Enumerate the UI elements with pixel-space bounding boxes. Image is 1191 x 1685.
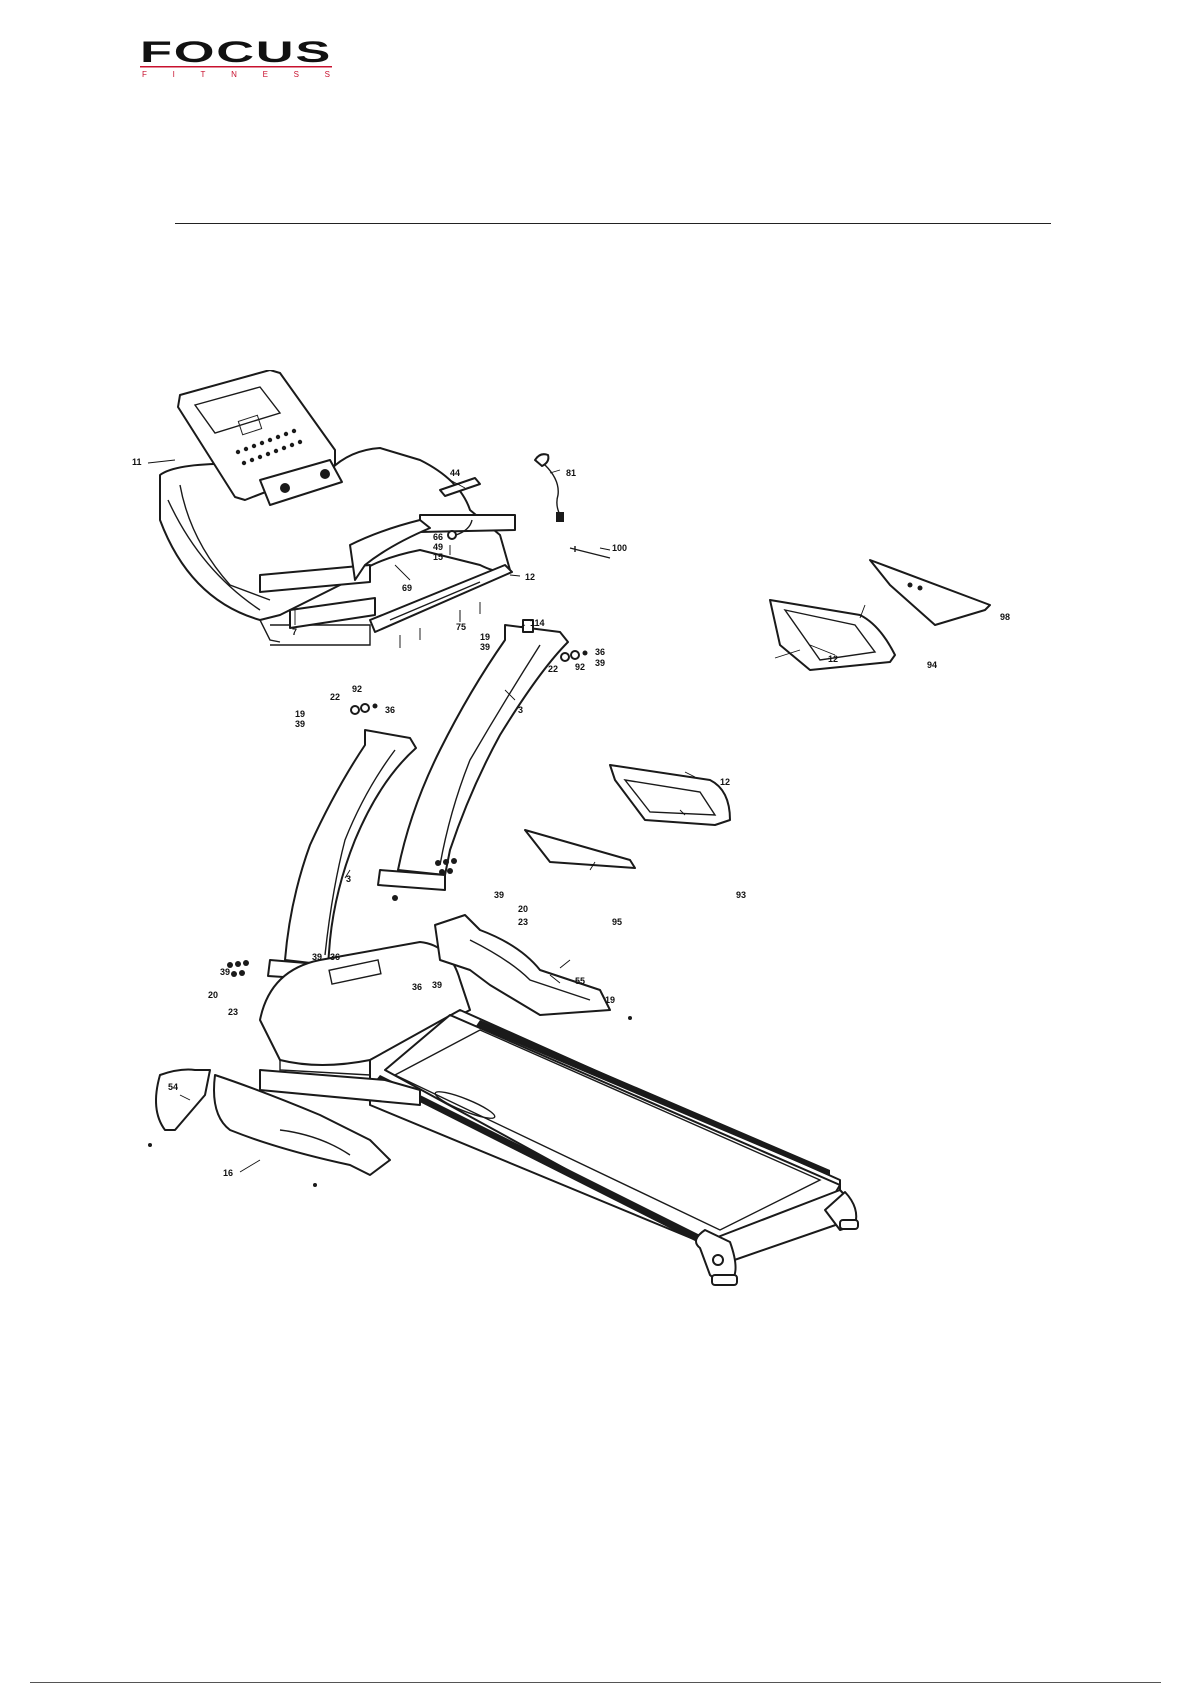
label-part: 92 <box>575 662 585 672</box>
treadmill-exploded-diagram: 11 44 81 100 66 49 15 69 12 75 7 114 19 … <box>120 370 1060 1330</box>
label-part: 94 <box>927 660 937 670</box>
label-part: 36 <box>330 952 340 962</box>
label-part: 39 <box>295 719 305 729</box>
label-part: 54 <box>168 1082 178 1092</box>
label-part: 12 <box>720 777 730 787</box>
label-part: 39 <box>312 952 322 962</box>
label-part: 12 <box>828 654 838 664</box>
wire-100 <box>570 546 610 558</box>
label-part: 39 <box>220 967 230 977</box>
label-part: 75 <box>456 622 466 632</box>
label-part: 114 <box>530 618 545 628</box>
label-part: 69 <box>402 583 412 593</box>
label-part: 39 <box>432 980 442 990</box>
header-rule <box>175 223 1051 224</box>
label-part: 44 <box>450 468 460 478</box>
label-part: 95 <box>612 917 622 927</box>
logo-tagline: FITNESS <box>142 70 330 79</box>
label-part: 3 <box>346 874 351 884</box>
label-part: 19 <box>605 995 615 1005</box>
treadmill-base <box>148 915 858 1285</box>
label-part: 7 <box>292 627 297 637</box>
label-part: 92 <box>352 684 362 694</box>
diagram-svg: 11 44 81 100 66 49 15 69 12 75 7 114 19 … <box>120 370 1060 1330</box>
focus-fitness-logo: FOCUS FITNESS <box>140 38 340 80</box>
label-part: 55 <box>575 976 585 986</box>
label-part: 23 <box>228 1007 238 1017</box>
label-part: 22 <box>330 692 340 702</box>
uprights <box>227 620 588 980</box>
label-part: 3 <box>518 705 523 715</box>
label-part: 20 <box>518 904 528 914</box>
label-part: 93 <box>736 890 746 900</box>
logo-graphic: FOCUS FITNESS <box>140 38 340 80</box>
label-part: 19 <box>295 709 305 719</box>
label-part: 11 <box>132 457 142 467</box>
label-part: 81 <box>566 468 576 478</box>
label-part: 98 <box>1000 612 1010 622</box>
cable-81 <box>535 454 564 522</box>
right-covers <box>525 560 990 868</box>
label-part: 22 <box>548 664 558 674</box>
label-part: 12 <box>525 572 535 582</box>
console-assembly <box>160 370 515 648</box>
label-part: 39 <box>595 658 605 668</box>
label-part: 36 <box>412 982 422 992</box>
label-part: 15 <box>433 552 443 562</box>
footer-rule <box>30 1682 1161 1683</box>
label-part: 19 <box>480 632 490 642</box>
label-part: 39 <box>480 642 490 652</box>
label-part: 36 <box>385 705 395 715</box>
label-part: 49 <box>433 542 443 552</box>
label-part: 16 <box>223 1168 233 1178</box>
label-part: 39 <box>494 890 504 900</box>
label-part: 66 <box>433 532 443 542</box>
label-part: 23 <box>518 917 528 927</box>
label-part: 36 <box>595 647 605 657</box>
logo-wordmark: FOCUS <box>140 38 332 69</box>
label-part: 100 <box>612 543 627 553</box>
label-part: 20 <box>208 990 218 1000</box>
